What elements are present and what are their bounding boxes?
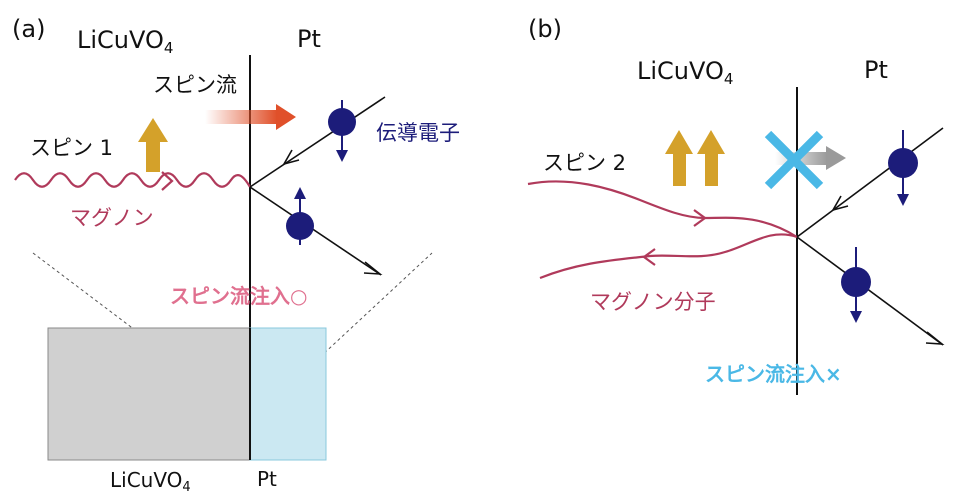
panel-b-left-material: LiCuVO4 bbox=[637, 57, 733, 88]
magnon-label-a: マグノン bbox=[70, 206, 154, 230]
electron-in-arrow-b bbox=[831, 195, 849, 212]
pt-block bbox=[249, 327, 327, 461]
electron-spin-down-icon-b-lower bbox=[841, 247, 871, 323]
panel-a-left-material: LiCuVO4 bbox=[77, 26, 173, 57]
spin-1-label: スピン 1 bbox=[30, 136, 113, 160]
electron-spin-down-icon-b-upper bbox=[888, 130, 918, 206]
electron-spin-up-icon bbox=[286, 187, 314, 245]
spin-injection-ok-label: スピン流注入○ bbox=[170, 284, 307, 308]
spin-current-label: スピン流 bbox=[153, 73, 237, 97]
electron-path-out-a bbox=[249, 186, 382, 276]
magnon-direction-arrow-a bbox=[161, 171, 174, 191]
electron-out-arrow-b bbox=[925, 331, 945, 345]
magnon-wave-a bbox=[14, 172, 251, 188]
licuvo-block bbox=[47, 327, 251, 461]
electron-path-in-b bbox=[796, 127, 944, 238]
panel-a-right-material: Pt bbox=[297, 25, 321, 53]
electron-in-arrow-a bbox=[282, 149, 300, 166]
blocked-cross-icon bbox=[764, 130, 824, 190]
spin-up-arrow-icon-2 bbox=[697, 130, 725, 186]
electron-spin-down-icon bbox=[328, 100, 356, 162]
bottom-left-material: LiCuVO4 bbox=[110, 468, 191, 495]
panel-a-label: (a) bbox=[12, 15, 45, 43]
electron-out-arrow-a bbox=[363, 261, 383, 275]
panel-b-label: (b) bbox=[528, 15, 562, 43]
spin-injection-ng-label: スピン流注入× bbox=[705, 362, 842, 386]
magnon-wave-lower-b bbox=[539, 233, 798, 280]
electron-path-in-a bbox=[249, 96, 386, 188]
magnon-wave-upper-b bbox=[527, 180, 798, 238]
panel-b-right-material: Pt bbox=[864, 56, 888, 84]
magnon-direction-arrow-b-lower bbox=[642, 248, 656, 266]
spin-current-arrow bbox=[205, 104, 296, 130]
electron-path-out-b bbox=[796, 236, 944, 346]
magnon-molecule-label: マグノン分子 bbox=[590, 290, 716, 314]
panel-b: (b) LiCuVO4 Pt スピン 2 マグノン分子 bbox=[527, 15, 945, 395]
conduction-electron-label: 伝導電子 bbox=[376, 121, 460, 145]
spin-up-arrow-icon bbox=[138, 118, 168, 172]
spin-up-arrow-icon-1 bbox=[665, 130, 693, 186]
bottom-right-material: Pt bbox=[257, 467, 277, 491]
panel-a: (a) LiCuVO4 Pt スピン流 スピン 1 マグノン bbox=[12, 15, 460, 495]
spin-2-label: スピン 2 bbox=[543, 151, 626, 175]
magnon-direction-arrow-b-upper bbox=[693, 209, 707, 227]
